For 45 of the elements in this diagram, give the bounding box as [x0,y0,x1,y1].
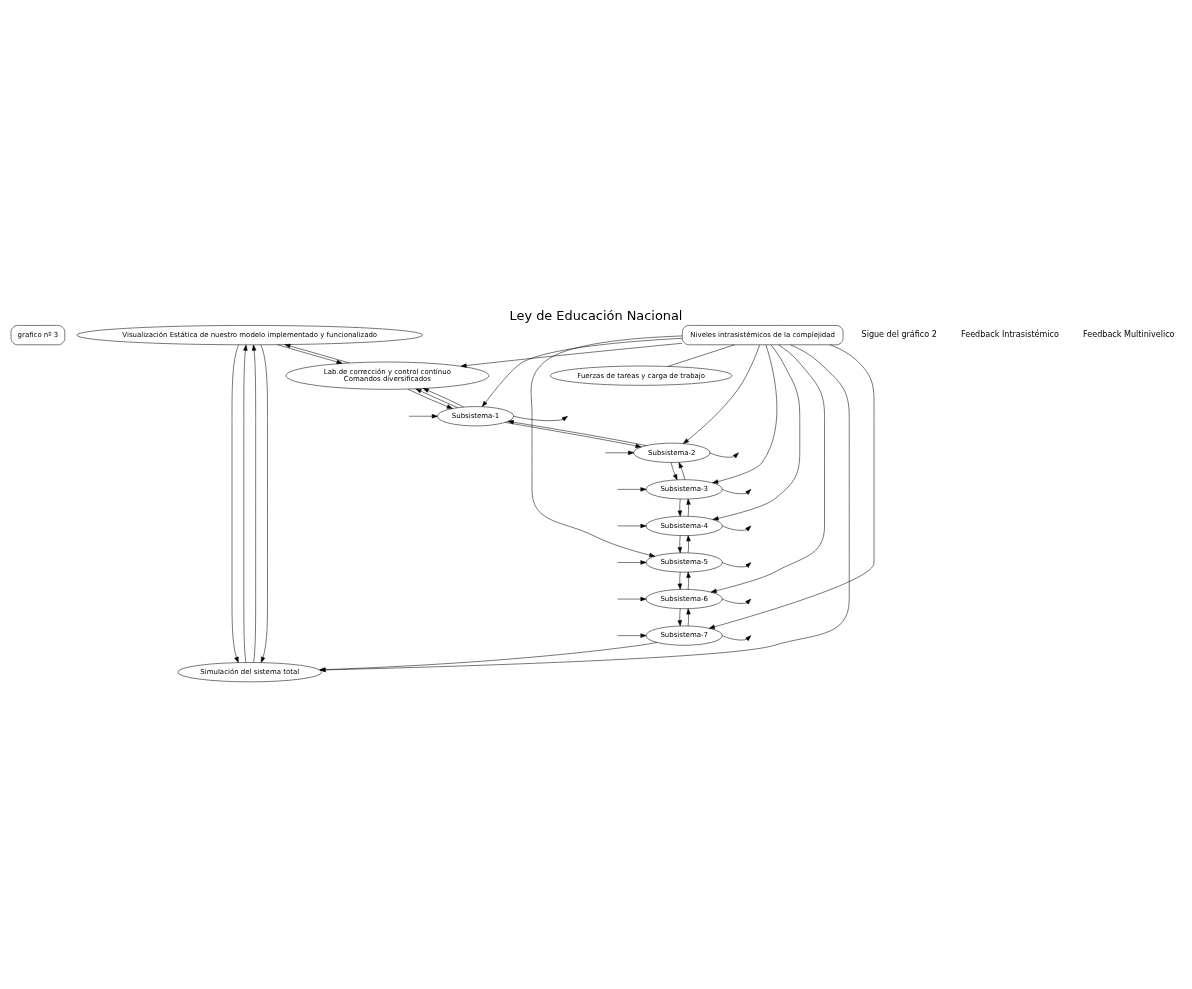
arrow [709,452,739,459]
arrow [670,462,678,481]
arrow [678,462,686,480]
arrow [686,571,691,590]
arrow [260,344,268,663]
arrow [407,388,453,409]
arrow [408,414,438,419]
arrow [617,633,647,638]
arrow [677,608,682,627]
arrow [721,598,752,605]
arrow [617,596,647,602]
arrow [617,560,647,565]
arrow [513,416,568,422]
arrow [677,571,682,590]
arrow [504,422,642,448]
connector [667,344,735,367]
arrow [507,420,647,446]
arrow [721,635,752,641]
arrow [460,343,683,368]
arrow [721,525,752,532]
arrow [710,344,825,593]
arrow [686,608,691,627]
arrow [721,562,752,568]
arrow [284,343,350,364]
arrow [482,338,683,407]
arrow [712,344,778,484]
arrow [422,388,464,408]
arrow [231,344,239,663]
arrow [677,498,682,517]
arrow [530,335,683,558]
arrow [604,450,635,455]
arrow [243,344,248,663]
arrow [683,344,760,444]
arrow [415,388,458,408]
arrow [251,344,257,663]
arrow [617,487,647,492]
arrow [617,523,647,529]
arrow [277,344,343,364]
arrow [686,535,691,553]
arrow [677,535,682,553]
arrow [712,344,801,521]
diagram-title: Ley de Educación Nacional [509,307,683,323]
arrow [708,344,875,629]
arrow [686,498,691,517]
arrow [721,489,752,495]
